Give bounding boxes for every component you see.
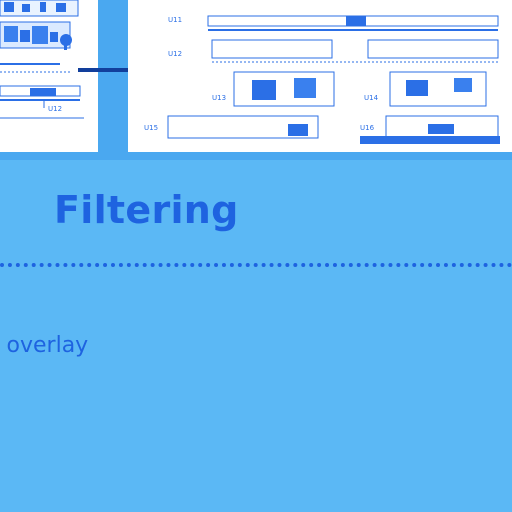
left-diagram-panel: U12 — [0, 0, 98, 152]
row-label-5: U15 — [144, 124, 158, 132]
right-diagram-svg: U11 U12 U13 U14 U15 U16 — [144, 15, 500, 144]
row-label-3: U13 — [212, 94, 226, 102]
slide-title: Filtering — [54, 188, 239, 232]
row-label-6: U16 — [360, 124, 375, 132]
left-diagram-svg: U12 — [0, 0, 84, 119]
row-label-4: U14 — [364, 94, 379, 102]
right-diagram-panel: U11 U12 U13 U14 U15 U16 — [128, 0, 512, 152]
row-label-1: U11 — [168, 16, 182, 24]
left-row-label: U12 — [48, 105, 62, 113]
slide-body-text: e overlay — [0, 333, 89, 358]
row-label-2: U12 — [168, 50, 182, 58]
dotted-divider — [0, 263, 512, 267]
